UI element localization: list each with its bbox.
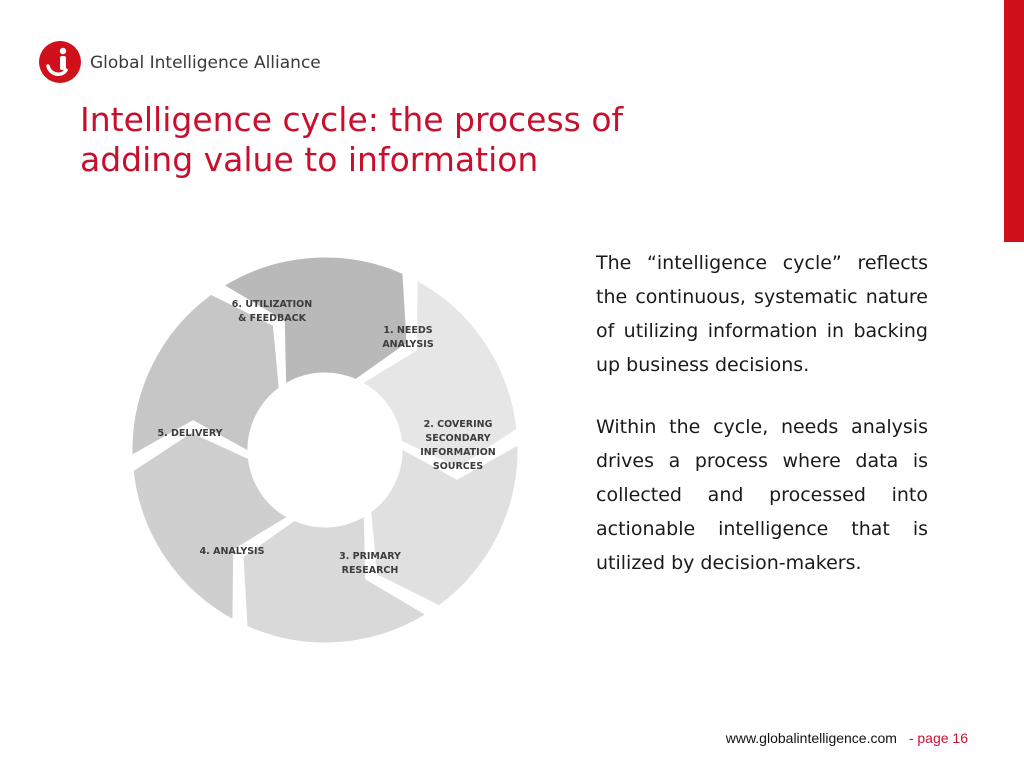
footer: www.globalintelligence.com - page 16 xyxy=(726,730,968,746)
cycle-segment xyxy=(357,276,520,471)
cycle-segment xyxy=(368,440,521,609)
cycle-step-label: 5. DELIVERY xyxy=(157,428,222,439)
cycle-segment xyxy=(129,291,282,460)
accent-bar xyxy=(1004,0,1024,242)
cycle-step-label: 4. ANALYSIS xyxy=(200,546,265,557)
page-title: Intelligence cycle: the process of addin… xyxy=(80,100,700,180)
gi-logo-icon xyxy=(39,41,81,83)
paragraph-2: Within the cycle, needs analysis drives … xyxy=(596,416,928,574)
cycle-segment xyxy=(240,511,431,646)
footer-url: www.globalintelligence.com xyxy=(725,730,897,746)
cycle-segment xyxy=(219,254,410,389)
paragraph-1: The “intelligence cycle” reflects the co… xyxy=(596,252,928,376)
cycle-step-label: 6. UTILIZATION& FEEDBACK xyxy=(232,299,312,324)
cycle-segment xyxy=(130,429,293,624)
title-line-1: Intelligence cycle: the process of xyxy=(80,100,624,139)
body-text: The “intelligence cycle” reflects the co… xyxy=(596,246,928,608)
page-number: - page 16 xyxy=(908,730,968,746)
brand-name: Global Intelligence Alliance xyxy=(90,53,321,73)
title-line-2: adding value to information xyxy=(80,140,539,179)
